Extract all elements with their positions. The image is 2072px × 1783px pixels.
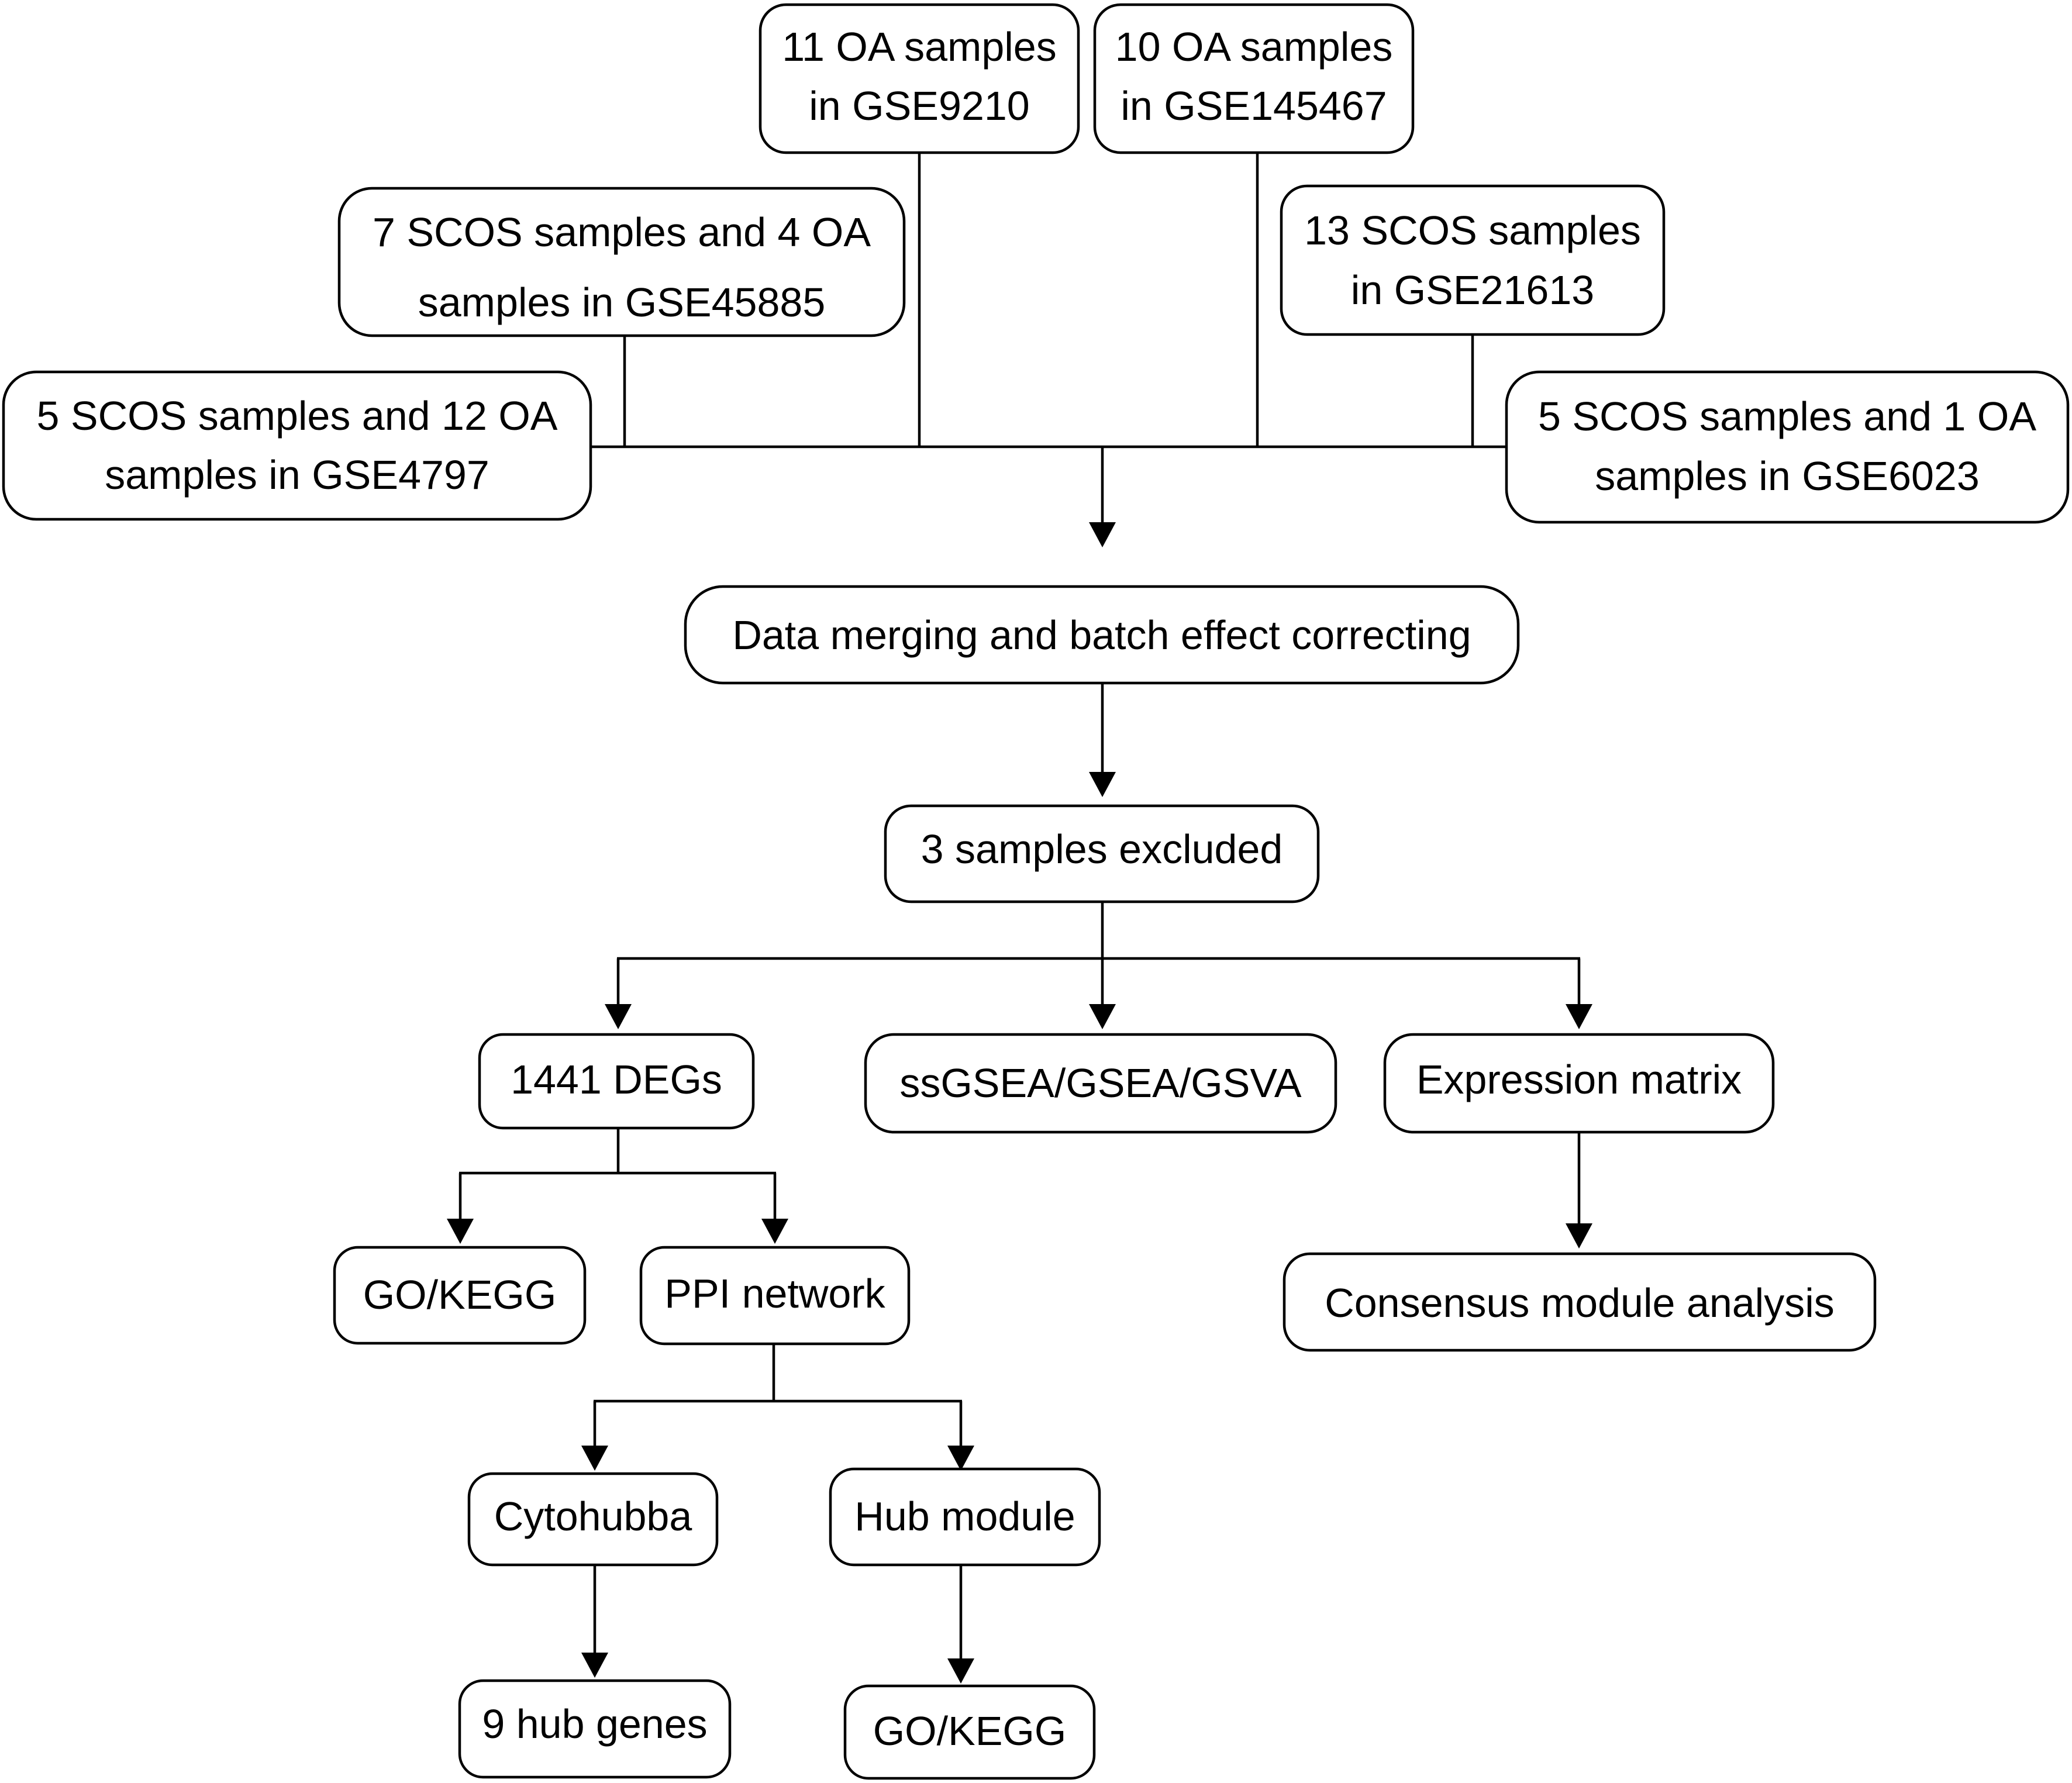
- node-label-line: samples in GSE45885: [418, 280, 826, 325]
- node-gse21613: 13 SCOS samples in GSE21613: [1280, 184, 1666, 336]
- node-gse145467: 10 OA samples in GSE145467: [1093, 3, 1415, 154]
- node-label-line: 7 SCOS samples and 4 OA: [373, 209, 871, 255]
- arrowhead-hubmodule: [947, 1446, 974, 1471]
- node-label-line: GO/KEGG: [363, 1272, 557, 1318]
- node-cytohubba: Cytohubba: [467, 1472, 719, 1567]
- node-merge: Data merging and batch effect correcting: [684, 585, 1520, 685]
- node-ssgsea: ssGSEA/GSEA/GSVA: [864, 1033, 1337, 1134]
- node-label-line: Hub module: [854, 1494, 1075, 1539]
- arrowhead-merge: [1089, 522, 1116, 547]
- node-ppi: PPI network: [639, 1246, 911, 1346]
- node-label-line: in GSE21613: [1351, 267, 1594, 313]
- node-consensus: Consensus module analysis: [1282, 1252, 1877, 1352]
- node-gse4797: 5 SCOS samples and 12 OA samples in GSE4…: [2, 370, 592, 521]
- arrowhead-expr: [1566, 1004, 1592, 1029]
- node-label-line: in GSE145467: [1121, 83, 1387, 129]
- node-gse9210: 11 OA samples in GSE9210: [759, 3, 1080, 154]
- node-label-line: Consensus module analysis: [1325, 1280, 1835, 1326]
- node-hubgenes: 9 hub genes: [458, 1679, 732, 1779]
- node-excluded: 3 samples excluded: [884, 804, 1320, 903]
- node-degs: 1441 DEGs: [478, 1033, 755, 1130]
- node-label-line: samples in GSE4797: [105, 452, 489, 498]
- node-label-line: 1441 DEGs: [511, 1057, 722, 1102]
- node-label-line: in GSE9210: [809, 83, 1029, 129]
- arrowhead-excluded: [1089, 772, 1116, 797]
- node-label-line: Cytohubba: [494, 1494, 692, 1539]
- node-label-line: 11 OA samples: [782, 24, 1057, 70]
- node-label-line: 5 SCOS samples and 1 OA: [1538, 394, 2036, 439]
- arrowhead-degs: [605, 1004, 632, 1029]
- node-label-line: ssGSEA/GSEA/GSVA: [899, 1060, 1302, 1106]
- node-label-line: 3 samples excluded: [921, 826, 1283, 872]
- node-gokegg2: GO/KEGG: [843, 1684, 1096, 1780]
- node-expr: Expression matrix: [1383, 1033, 1775, 1134]
- connectors: [447, 154, 1592, 1684]
- node-label-line: Data merging and batch effect correcting: [732, 612, 1471, 658]
- node-label-line: 9 hub genes: [482, 1701, 707, 1747]
- node-label-line: PPI network: [664, 1271, 885, 1316]
- arrowhead-ppi: [761, 1219, 788, 1244]
- node-label-line: GO/KEGG: [873, 1708, 1067, 1754]
- arrowhead-consensus: [1566, 1223, 1592, 1249]
- node-hubmodule: Hub module: [829, 1467, 1101, 1567]
- node-label-line: Expression matrix: [1416, 1057, 1742, 1102]
- node-label-line: samples in GSE6023: [1595, 453, 1980, 499]
- arrowhead-ssgsea: [1089, 1004, 1116, 1029]
- arrowhead-gokegg1: [447, 1219, 474, 1244]
- arrowhead-cytohubba: [581, 1446, 608, 1471]
- node-label-line: 5 SCOS samples and 12 OA: [37, 393, 558, 439]
- arrowhead-hubgenes: [581, 1653, 608, 1678]
- node-gse45885: 7 SCOS samples and 4 OA samples in GSE45…: [337, 187, 906, 337]
- node-gokegg1: GO/KEGG: [333, 1246, 587, 1345]
- node-gse6023: 5 SCOS samples and 1 OA samples in GSE60…: [1505, 370, 2070, 524]
- node-label-line: 10 OA samples: [1115, 24, 1393, 70]
- node-label-line: 13 SCOS samples: [1304, 208, 1641, 253]
- arrowhead-gokegg2: [947, 1658, 974, 1684]
